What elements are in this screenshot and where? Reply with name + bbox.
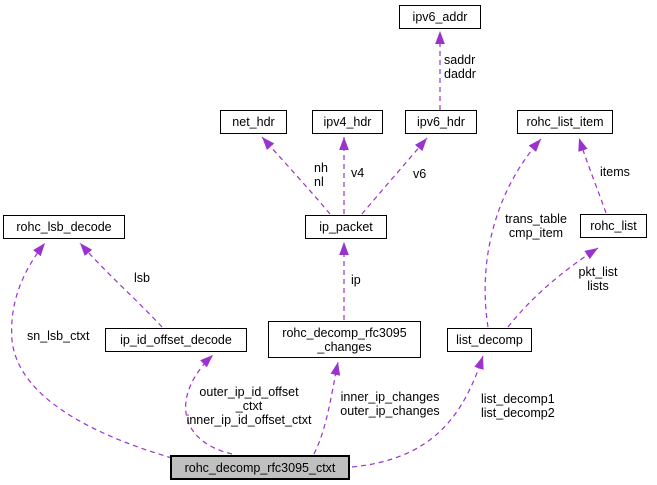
edge-label-saddr-daddr: saddr daddr	[444, 53, 476, 81]
node-label: ipv6_hdr	[417, 115, 465, 129]
edge-label-ip_id_offset_ctxt: outer_ip_id_offset _ctxt inner_ip_id_off…	[186, 385, 312, 427]
node-label: rohc_lsb_decode	[16, 220, 112, 234]
edge-rohc_list-to-rohc_list_item	[578, 137, 607, 214]
node-ipv6_hdr[interactable]: ipv6_hdr	[405, 110, 477, 134]
edge-label-ip: ip	[351, 273, 361, 287]
node-rohc_decomp_rfc3095_ctxt-current: rohc_decomp_rfc3095_ctxt	[170, 455, 350, 480]
edge-label-items: items	[600, 165, 630, 179]
edge-ip_packet-to-net_hdr	[261, 136, 331, 215]
edge-label-sn_lsb_ctxt: sn_lsb_ctxt	[27, 329, 90, 343]
edge-ctxt-to-rohc_lsb_decode	[11, 242, 173, 459]
edge-label-pkt_list-lists: pkt_list lists	[578, 265, 618, 293]
edge-label-list_decomp1-2: list_decomp1 list_decomp2	[481, 392, 555, 420]
node-label: ip_id_offset_decode	[120, 333, 232, 347]
edge-label-nh-nl: nh nl	[314, 161, 328, 189]
edge-list_decomp-to-rohc_list_item	[484, 138, 542, 328]
edge-ctxt-to-ip_id_offset_decode	[185, 354, 233, 455]
edge-ip_id_offset_decode-to-rohc_lsb_decode	[79, 242, 163, 328]
node-rohc_list[interactable]: rohc_list	[580, 214, 647, 238]
node-net_hdr[interactable]: net_hdr	[220, 110, 287, 134]
node-rohc_list_item[interactable]: rohc_list_item	[517, 110, 613, 134]
edge-label-v6: v6	[413, 167, 427, 181]
node-label: ipv4_hdr	[323, 115, 372, 129]
node-label: rohc_list_item	[526, 115, 604, 129]
node-rohc_lsb_decode[interactable]: rohc_lsb_decode	[3, 215, 125, 239]
edge-ctxt-to-list_decomp	[351, 355, 484, 468]
node-label: list_decomp	[456, 333, 523, 347]
node-label: ipv6_addr	[412, 10, 468, 24]
node-rohc_decomp_rfc3095_changes[interactable]: rohc_decomp_rfc3095 _changes	[268, 321, 421, 358]
node-ip_packet[interactable]: ip_packet	[305, 215, 387, 239]
node-label: net_hdr	[232, 115, 275, 129]
node-label: rohc_decomp_rfc3095_ctxt	[184, 460, 336, 475]
edge-label-v4: v4	[351, 166, 365, 180]
node-label: rohc_list	[590, 219, 637, 233]
node-ip_id_offset_decode[interactable]: ip_id_offset_decode	[105, 328, 247, 352]
edge-label-lsb: lsb	[134, 271, 150, 285]
node-label: ip_packet	[319, 220, 373, 234]
node-ipv4_hdr[interactable]: ipv4_hdr	[312, 110, 383, 134]
node-label: rohc_decomp_rfc3095 _changes	[282, 325, 407, 354]
node-list_decomp[interactable]: list_decomp	[447, 328, 532, 352]
edge-label-trans_table-cmp_item: trans_table cmp_item	[505, 212, 567, 240]
edge-list_decomp-to-rohc_list	[507, 247, 599, 328]
node-ipv6_addr[interactable]: ipv6_addr	[399, 5, 481, 29]
edge-label-ip_changes: inner_ip_changes outer_ip_changes	[340, 390, 440, 418]
edge-ip_packet-to-ipv6_hdr	[361, 137, 428, 215]
edge-ctxt-to-changes	[313, 361, 341, 455]
